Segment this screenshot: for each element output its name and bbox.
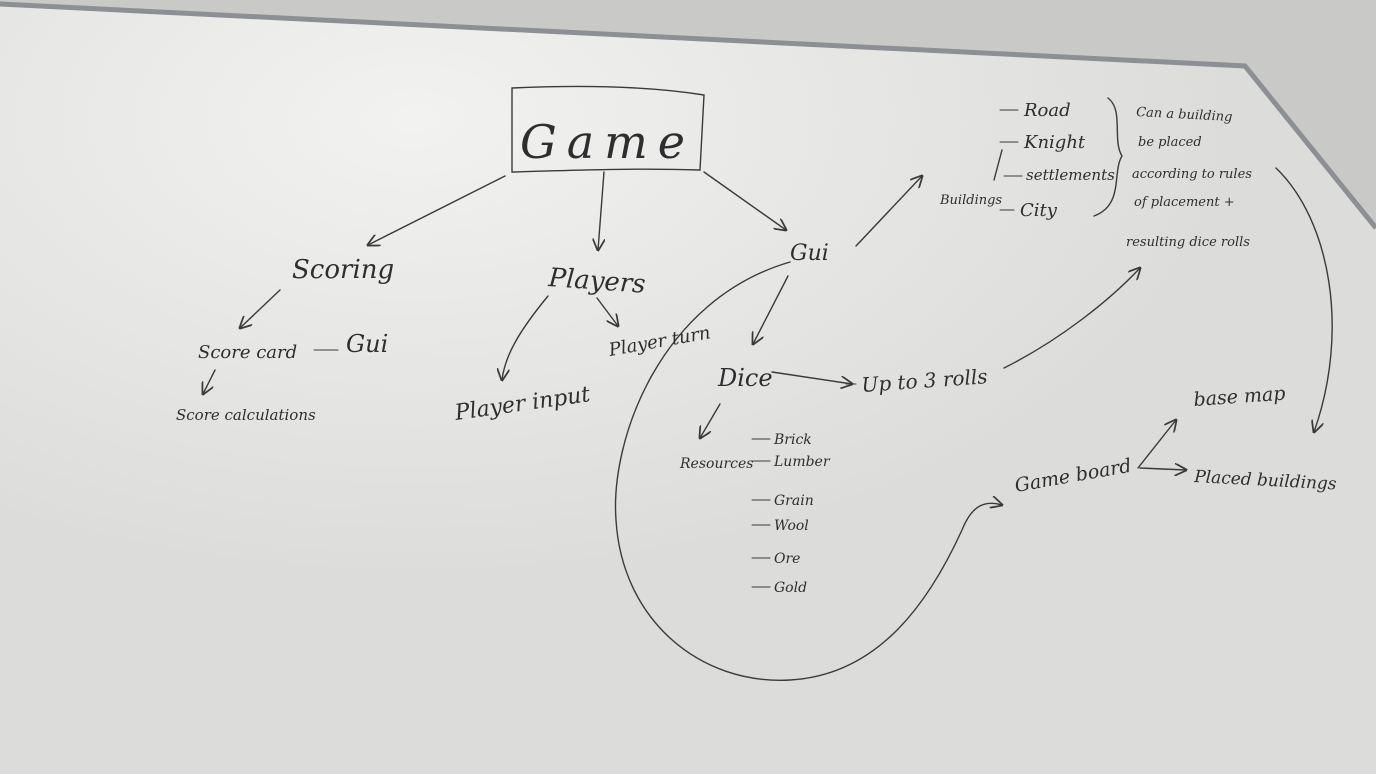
resource-item: Wool <box>774 518 809 534</box>
edge-scorecard-calcs <box>203 369 216 394</box>
board-surface <box>0 4 1376 774</box>
building-item: City <box>1020 200 1058 221</box>
edge-board-basemap <box>1137 420 1176 469</box>
resource-item: Ore <box>774 551 800 567</box>
node-gui: Gui <box>790 241 829 266</box>
node-score-card: Score card <box>198 342 297 363</box>
node-gui-scoring: Gui <box>346 330 388 358</box>
resource-arrows <box>751 438 771 588</box>
note-line: Can a building <box>1136 105 1233 125</box>
edge-gui-dice <box>753 275 789 344</box>
edge-rolls-notes <box>1003 268 1140 369</box>
notes-brace <box>1093 97 1123 217</box>
resource-item: Brick <box>773 432 812 448</box>
building-arrows <box>999 109 1023 211</box>
note-line: of placement + <box>1134 195 1235 210</box>
resource-item: Lumber <box>773 454 831 470</box>
resource-item: Grain <box>774 493 814 509</box>
edge-gui-buildings <box>855 176 922 247</box>
edge-notes-placed <box>1275 167 1333 432</box>
node-buildings: Buildings <box>939 193 1002 208</box>
note-line: resulting dice rolls <box>1126 235 1250 250</box>
node-resources: Resources <box>679 456 753 472</box>
edge-players-input <box>502 295 549 380</box>
edge-game-players <box>598 171 604 250</box>
edge-scoring-scorecard <box>240 289 281 328</box>
node-score-calculations: Score calculations <box>176 406 316 424</box>
edge-dice-resources <box>700 403 721 438</box>
node-scoring: Scoring <box>292 255 394 285</box>
edge-game-scoring <box>368 175 506 245</box>
edge-gui-gameboard-loop <box>614 261 1002 681</box>
node-players: Players <box>547 263 647 300</box>
node-game: Game <box>520 115 695 169</box>
edge-game-gui <box>703 171 786 230</box>
note-line: according to rules <box>1132 167 1252 182</box>
building-item: Road <box>1023 100 1071 121</box>
node-dice: Dice <box>717 364 773 392</box>
edge-dice-rolls <box>771 371 852 384</box>
building-item: settlements <box>1026 166 1115 184</box>
edge-players-turn <box>596 297 618 326</box>
edge-board-placed <box>1139 468 1186 470</box>
buildings-tick <box>993 149 1003 181</box>
resource-item: Gold <box>774 580 807 596</box>
game-box <box>511 85 705 173</box>
note-line: be placed <box>1138 135 1202 150</box>
board-frame <box>0 1 1376 230</box>
building-item: Knight <box>1023 132 1086 153</box>
